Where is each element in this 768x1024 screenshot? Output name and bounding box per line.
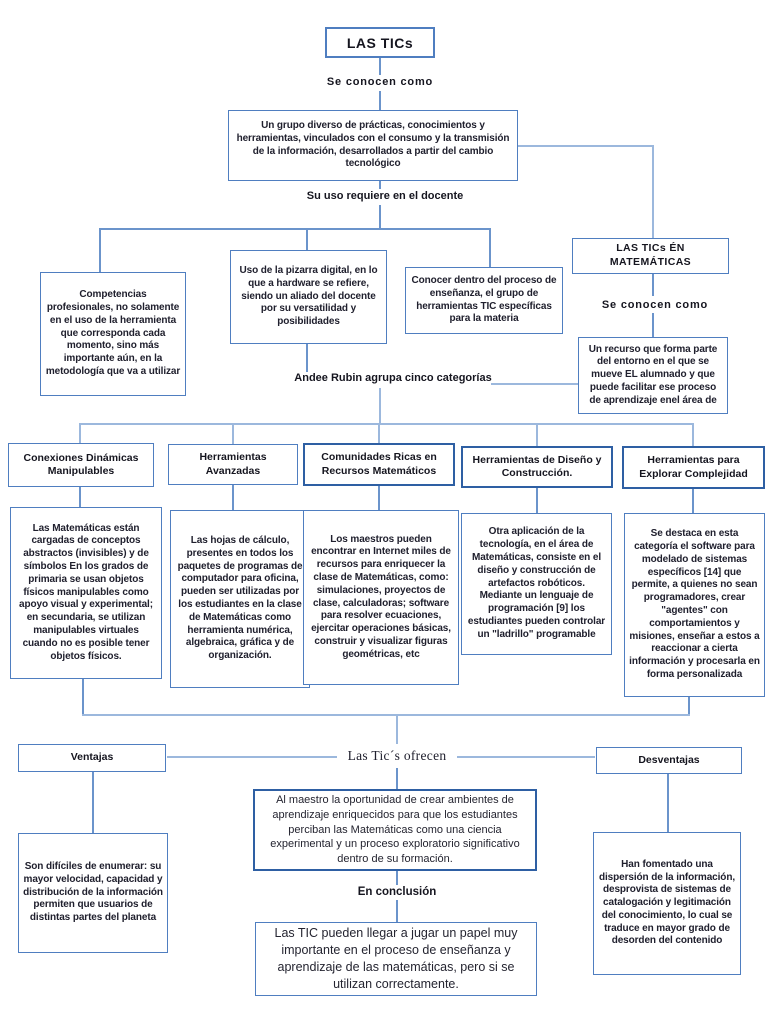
maestro-text: Al maestro la oportunidad de crear ambie…: [270, 793, 520, 866]
desventajas-detail-box: Han fomentado una dispersión de la infor…: [593, 832, 741, 975]
pizarra-text: Uso de la pizarra digital, en lo que a h…: [239, 265, 378, 328]
desventajas-detail-text: Han fomentado una dispersión de la infor…: [598, 858, 736, 947]
desventajas-box: Desventajas: [596, 747, 742, 774]
root-node: LAS TICs: [325, 27, 435, 58]
category-title: Herramientas para Explorar Complejidad: [639, 454, 748, 480]
ventajas-box: Ventajas: [18, 744, 166, 772]
label-known-as-top: Se conocen como: [326, 76, 434, 88]
root-label: LAS TICs: [346, 34, 414, 51]
tics-math-title: LAS TICs ÉN MATEMÁTICAS: [609, 242, 692, 268]
desventajas-title: Desventajas: [638, 753, 700, 766]
ventajas-detail-text: Son difíciles de enumerar: su mayor velo…: [23, 861, 163, 924]
category-title: Conexiones Dinámicas Manipulables: [23, 451, 139, 477]
category-box-diseno: Herramientas de Diseño y Construcción.: [461, 446, 613, 488]
category-desc-avanzadas: Las hojas de cálculo, presentes en todos…: [170, 510, 310, 688]
category-desc-complejidad: Se destaca en esta categoría el software…: [624, 513, 765, 697]
maestro-box: Al maestro la oportunidad de crear ambie…: [253, 789, 537, 871]
category-desc-text: Se destaca en esta categoría el software…: [629, 528, 760, 680]
category-desc-text: Las Matemáticas están cargadas de concep…: [19, 522, 153, 662]
category-desc-text: Las hojas de cálculo, presentes en todos…: [177, 535, 303, 662]
label-en-conclusion: En conclusión: [357, 886, 437, 898]
tics-math-title-box: LAS TICs ÉN MATEMÁTICAS: [572, 238, 729, 274]
category-desc-diseno: Otra aplicación de la tecnología, en el …: [461, 513, 612, 655]
category-title: Herramientas Avanzadas: [199, 451, 267, 477]
label-known-as-math: Se conocen como: [601, 299, 709, 311]
category-desc-conexiones: Las Matemáticas están cargadas de concep…: [10, 507, 162, 679]
recurso-box: Un recurso que forma parte del entorno e…: [578, 337, 728, 414]
category-box-conexiones: Conexiones Dinámicas Manipulables: [8, 443, 154, 487]
category-box-avanzadas: Herramientas Avanzadas: [168, 444, 298, 485]
label-rubin-categories: Andee Rubin agrupa cinco categorías: [294, 372, 492, 384]
conocer-text: Conocer dentro del proceso de enseñanza,…: [411, 274, 557, 325]
conclusion-box: Las TIC pueden llegar a jugar un papel m…: [255, 922, 537, 996]
ventajas-title: Ventajas: [70, 751, 114, 764]
definition-text: Un grupo diverso de prácticas, conocimie…: [236, 119, 510, 170]
definition-box: Un grupo diverso de prácticas, conocimie…: [228, 110, 518, 181]
ventajas-detail-box: Son difíciles de enumerar: su mayor velo…: [18, 833, 168, 953]
category-desc-text: Otra aplicación de la tecnología, en el …: [467, 526, 606, 640]
label-teacher-requirement: Su uso requiere en el docente: [306, 190, 464, 202]
label-tics-ofrecen: Las Tic´s ofrecen: [347, 748, 447, 763]
recurso-text: Un recurso que forma parte del entorno e…: [588, 343, 718, 406]
category-desc-comunidades: Los maestros pueden encontrar en Interne…: [303, 510, 459, 685]
pizarra-box: Uso de la pizarra digital, en lo que a h…: [230, 250, 387, 344]
category-desc-text: Los maestros pueden encontrar en Interne…: [311, 533, 451, 660]
category-title: Herramientas de Diseño y Construcción.: [472, 453, 602, 479]
conocer-box: Conocer dentro del proceso de enseñanza,…: [405, 267, 563, 334]
category-box-comunidades: Comunidades Ricas en Recursos Matemático…: [303, 443, 455, 486]
conclusion-text: Las TIC pueden llegar a jugar un papel m…: [274, 926, 518, 991]
category-title: Comunidades Ricas en Recursos Matemático…: [321, 451, 437, 477]
competencias-text: Competencias profesionales, no solamente…: [45, 289, 181, 377]
competencias-box: Competencias profesionales, no solamente…: [40, 272, 186, 396]
category-box-complejidad: Herramientas para Explorar Complejidad: [622, 446, 765, 489]
